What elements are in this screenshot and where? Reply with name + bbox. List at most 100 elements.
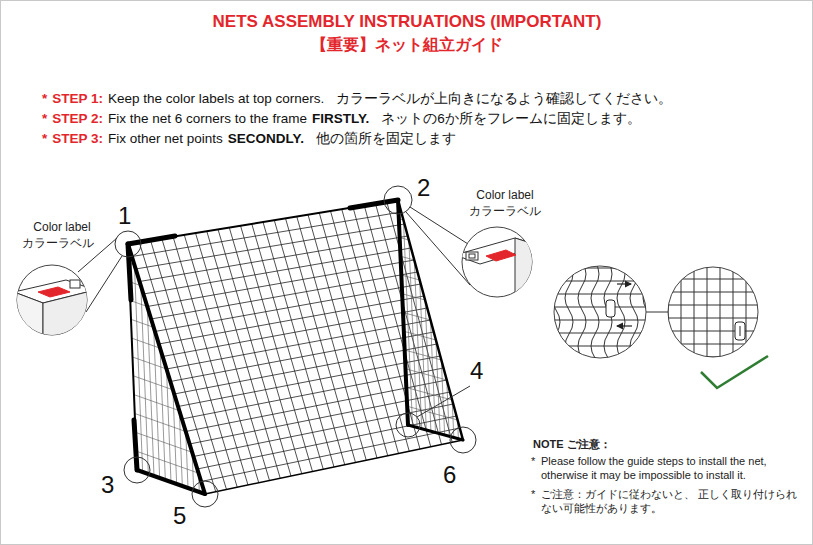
step-line: *STEP 2:Fix the net 6 corners to the fra… xyxy=(42,111,641,127)
corner-circle xyxy=(124,457,150,483)
net-strand xyxy=(664,292,764,293)
net-strand xyxy=(664,279,764,280)
mesh-line xyxy=(136,224,405,269)
back-post xyxy=(128,244,137,470)
side-mesh-line xyxy=(403,313,431,321)
title: NETS ASSEMBLY INSTRUATIONS (IMPORTANT) xyxy=(213,12,602,32)
bar-front xyxy=(43,290,95,340)
step-text: * xyxy=(42,131,47,146)
step-text: Fix other net points xyxy=(108,131,223,146)
leader-line xyxy=(86,256,122,312)
net-strand xyxy=(694,262,695,362)
mesh-line xyxy=(193,404,453,457)
leader-lines xyxy=(78,207,668,417)
side-mesh-line xyxy=(135,414,186,432)
inset-circle xyxy=(554,266,646,358)
mesh-line xyxy=(159,296,424,344)
step-text: SECONDLY. xyxy=(228,131,304,146)
side-mesh-line xyxy=(147,307,154,477)
mesh-line xyxy=(143,248,411,294)
net-strand xyxy=(552,262,560,358)
net-strand xyxy=(664,344,764,345)
net-strand xyxy=(591,262,599,358)
clip xyxy=(466,252,478,260)
corner-circle xyxy=(450,427,476,453)
corner-circle xyxy=(192,481,218,507)
net-strand xyxy=(643,262,651,358)
clip xyxy=(469,254,475,258)
bar-side xyxy=(14,292,43,340)
corner-circle xyxy=(384,186,412,214)
side-mesh-line xyxy=(136,432,193,452)
clip-inset-b xyxy=(664,262,764,362)
net-strand xyxy=(664,266,764,267)
left-inset xyxy=(14,265,95,340)
step-text: FIRSTLY. xyxy=(312,111,369,126)
color-label-mark xyxy=(38,287,70,297)
net-strand xyxy=(550,320,650,321)
note-text: ご注意：ガイドに従わないと、 正しく取り付けられない可能性があります。 xyxy=(541,487,803,515)
net-clip xyxy=(606,300,615,317)
net-strand xyxy=(733,262,734,362)
callout-number: 5 xyxy=(173,502,186,531)
net-strand xyxy=(550,346,650,347)
color-label-mark xyxy=(486,250,516,261)
leader-line xyxy=(410,207,468,244)
step-line: *STEP 3:Fix other net pointsSECONDLY.他の箇… xyxy=(42,131,456,147)
bar-post xyxy=(515,238,540,310)
side-mesh-line xyxy=(402,294,425,300)
inset-detail xyxy=(455,238,540,310)
leader-line xyxy=(406,212,470,285)
step-text: * xyxy=(42,91,47,106)
inset-detail xyxy=(14,280,95,340)
mesh-line xyxy=(147,260,414,307)
net-strand xyxy=(720,262,721,362)
net-strand xyxy=(550,294,650,295)
bullet: * xyxy=(531,454,535,468)
callout-number: 6 xyxy=(443,461,456,490)
top-bar xyxy=(128,200,398,244)
callout-number: 3 xyxy=(101,471,114,500)
callout-number: 1 xyxy=(118,202,131,231)
top-bar-end xyxy=(128,236,175,244)
note-heading: NOTE ご注意： xyxy=(533,437,611,451)
arrow xyxy=(617,325,632,326)
net-clip xyxy=(735,322,745,340)
step-text: ネットの6か所をフレームに固定します。 xyxy=(381,111,641,126)
callout-number: 2 xyxy=(417,174,430,203)
net-strand xyxy=(617,262,625,358)
inset-net xyxy=(550,262,651,359)
leader-line xyxy=(417,386,470,417)
clip-inset-a xyxy=(550,262,651,359)
mesh-line xyxy=(174,344,437,394)
net-strand xyxy=(664,318,764,319)
net-strand xyxy=(664,357,764,358)
net-strand xyxy=(668,262,669,362)
step-line: *STEP 1:Keep the color labels at top cor… xyxy=(42,91,672,107)
net-strand xyxy=(759,262,760,362)
corner-circle xyxy=(396,413,420,437)
mesh-line xyxy=(201,428,460,482)
net-strand xyxy=(550,333,650,334)
net-strand xyxy=(550,268,650,269)
net-bottom xyxy=(205,440,463,494)
ground-bar xyxy=(137,470,205,494)
color-label-caption: Color label xyxy=(476,188,533,202)
net-strand xyxy=(578,262,586,358)
top-bar-end xyxy=(350,200,398,208)
step-text: STEP 1: xyxy=(52,91,103,106)
clip xyxy=(70,280,80,288)
mesh-line xyxy=(140,236,408,282)
back-post-end xyxy=(134,420,137,470)
side-mesh-line xyxy=(406,369,447,380)
side-mesh-line xyxy=(133,376,173,390)
leader-line xyxy=(646,312,668,313)
net-strand xyxy=(664,305,764,306)
side-bar xyxy=(128,244,205,494)
net-strand xyxy=(550,281,650,282)
ground-bar xyxy=(408,425,463,440)
mesh-line xyxy=(167,320,431,369)
net-strand xyxy=(550,307,650,308)
note-text: Please follow the guide steps to install… xyxy=(541,454,803,482)
